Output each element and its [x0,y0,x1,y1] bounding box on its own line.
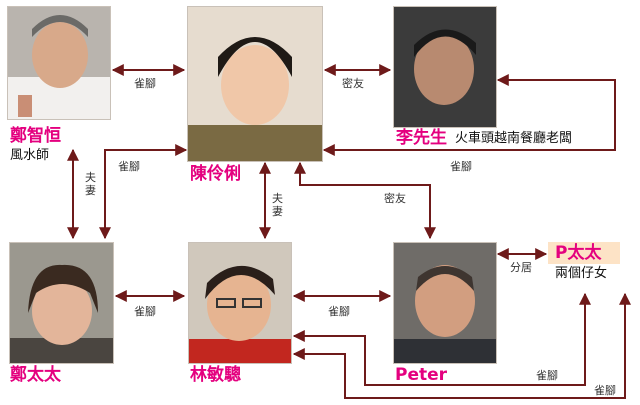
rel-chen-li: 密友 [342,77,364,90]
name-zheng-taitai: 鄭太太 [10,365,61,385]
rel-lin-ptt-outer: 雀腳 [594,384,616,397]
rel-lin-spouse: 夫妻 [272,192,283,218]
arrow-lin-ptt-outer [292,292,631,399]
arrow-chen-ptt [322,74,616,156]
arrow-chen-peter [294,161,436,240]
photo-zheng-zhiheng [7,6,111,120]
name-p-taitai: P太太 [555,243,602,263]
name-peter: Peter [395,365,448,385]
rel-lin-peter: 雀腳 [328,305,350,318]
rel-zheng-spouse: 夫妻 [85,171,96,197]
role-zheng-zhiheng: 風水師 [10,148,50,163]
rel-lin-ptt-inner: 雀腳 [536,369,558,382]
role-li: 火車頭越南餐廳老闆 [455,131,573,146]
arrow-chen-zhengtaitai [99,144,188,240]
photo-lin-mincong [188,242,292,364]
portrait-chen-lingli-icon [188,7,322,161]
portrait-zheng-taitai-icon [10,243,113,363]
rel-chen-zhengtaitai: 雀腳 [118,160,140,173]
rel-zheng-chen: 雀腳 [134,77,156,90]
portrait-zheng-zhiheng-icon [8,7,110,119]
portrait-lin-mincong-icon [189,243,291,363]
role-p-taitai: 兩個仔女 [555,266,608,281]
rel-chen-peter: 密友 [384,192,406,205]
name-chen-lingli: 陳伶俐 [190,164,241,184]
rel-chen-ptt: 雀腳 [450,160,472,173]
rel-peter-ptt: 分居 [510,261,532,274]
name-lin-mincong: 林敏驄 [190,365,241,385]
name-zheng-zhiheng: 鄭智恒 [10,126,61,146]
p-taitai-label-bg [548,242,620,264]
photo-chen-lingli [187,6,323,162]
name-li: 李先生 [396,128,447,148]
rel-zhengtaitai-lin: 雀腳 [134,305,156,318]
photo-zheng-taitai [9,242,114,364]
